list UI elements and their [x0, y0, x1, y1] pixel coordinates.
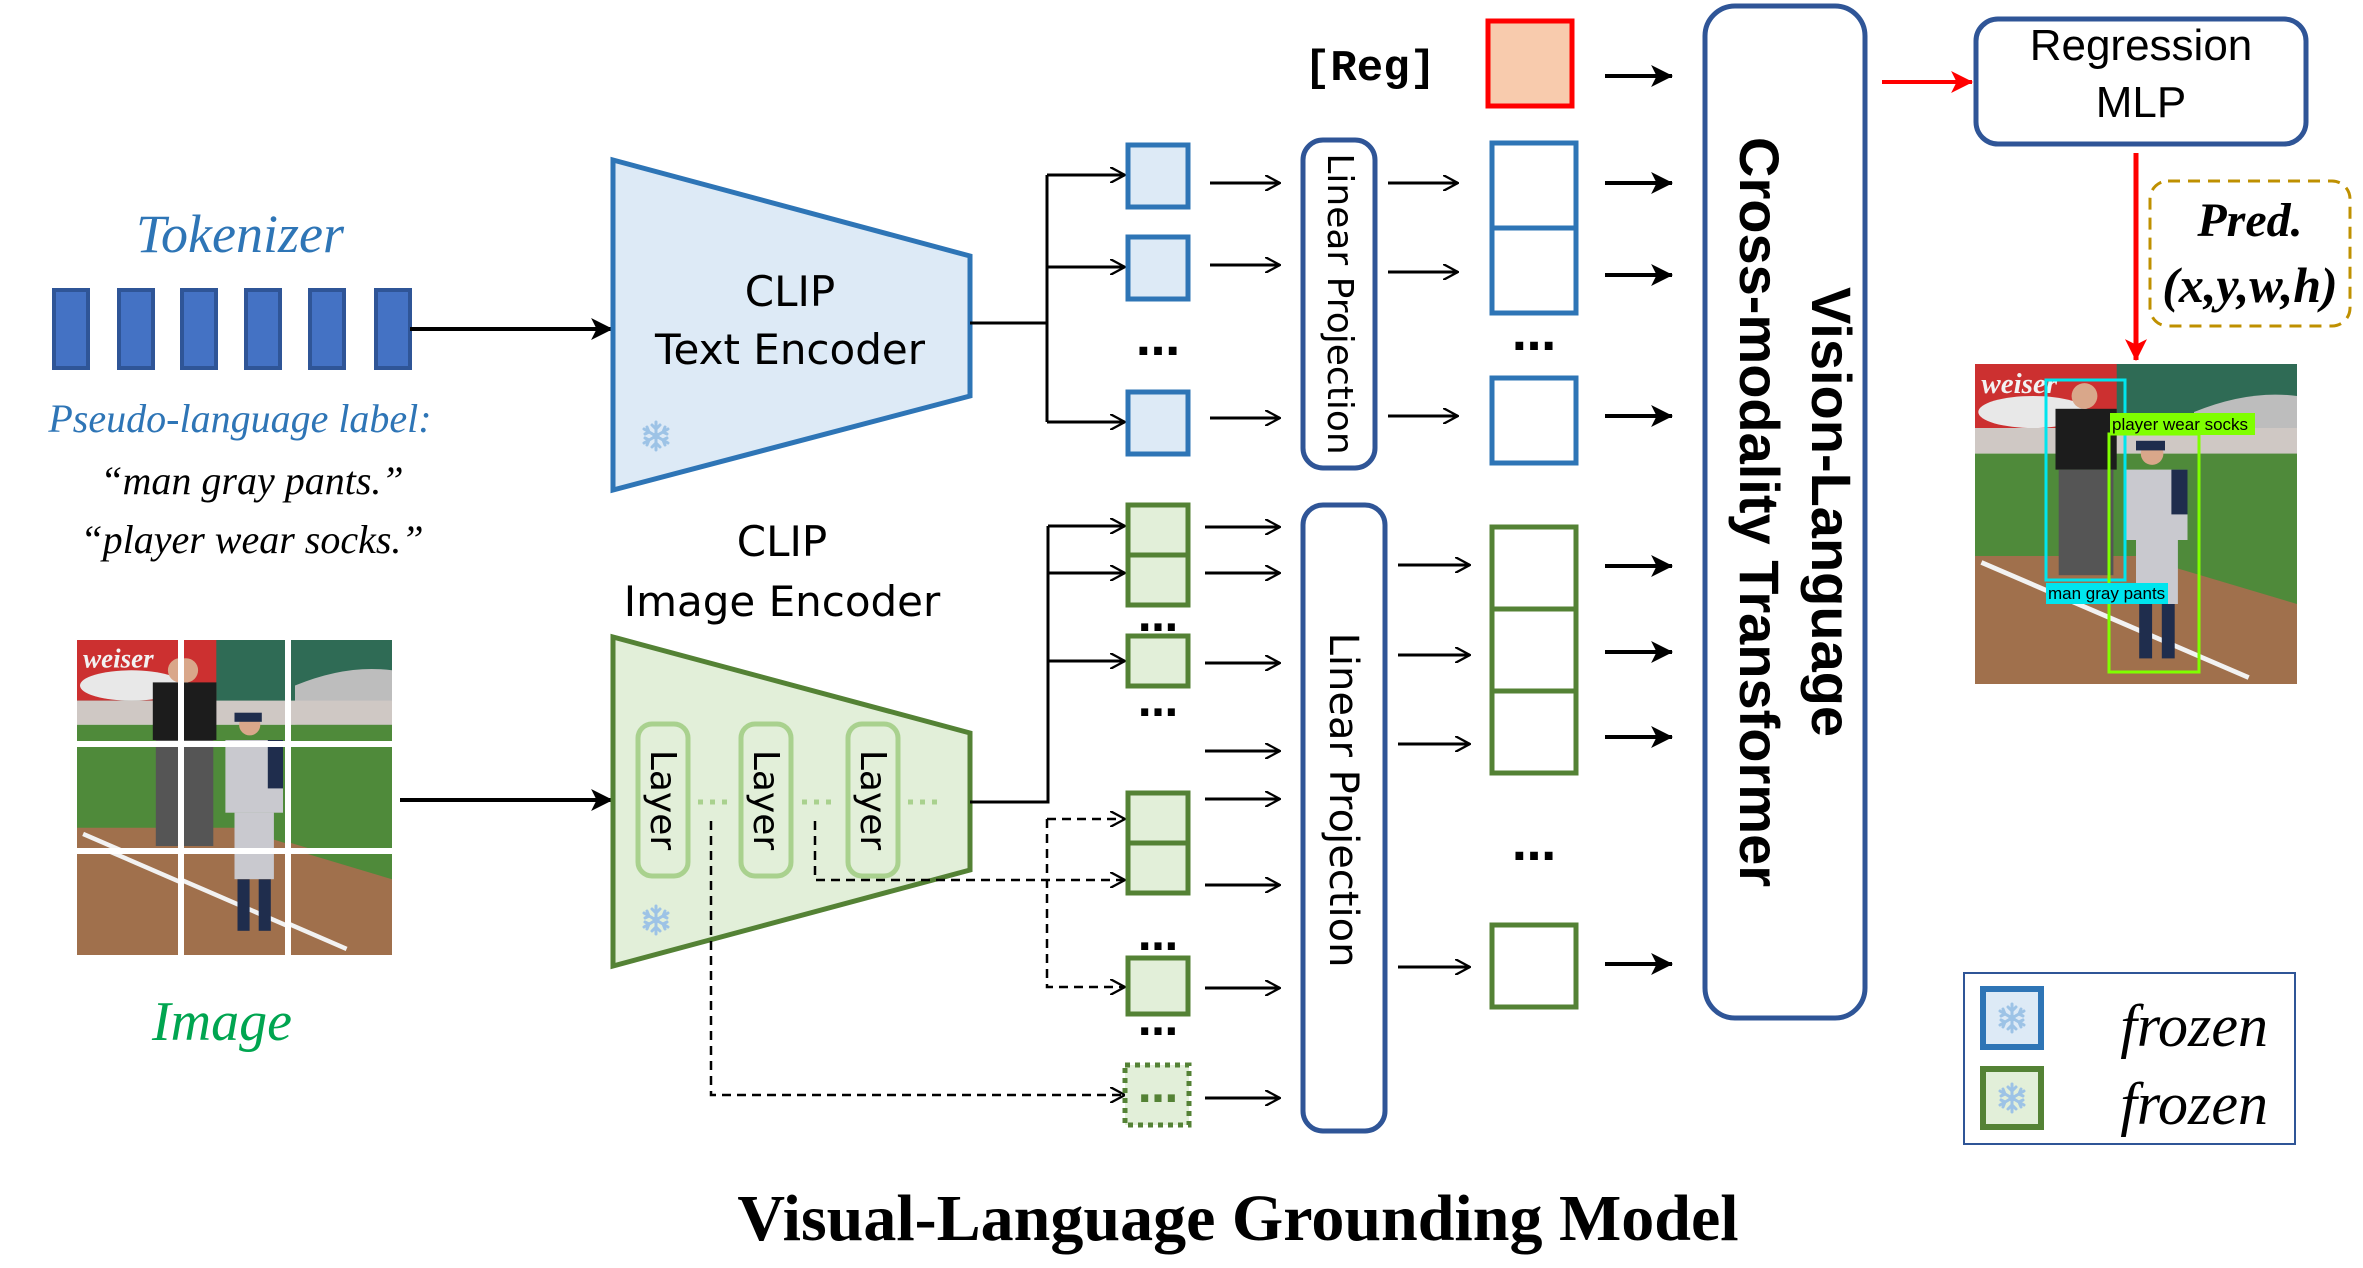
- projected-image-ellipsis: …: [1512, 820, 1556, 871]
- image-feature-token-placeholder: [1122, 1062, 1192, 1128]
- image-feature-token: [1125, 840, 1191, 896]
- encoder-layer: [635, 721, 691, 879]
- box-label-man-gray-pants: man gray pants: [2048, 584, 2165, 603]
- image-projection-label: Linear Projection: [1320, 633, 1366, 968]
- token: [180, 288, 218, 370]
- image-patch: weiser: [291, 640, 392, 741]
- ellipsis: …: [1138, 999, 1178, 1045]
- pseudo-label-heading: Pseudo-language label:: [47, 396, 431, 441]
- text-projection-label: Linear Projection: [1319, 153, 1360, 454]
- encoder-layer-label: Layer: [852, 750, 893, 851]
- text-encoder-line2: Text Encoder: [654, 325, 926, 374]
- ellipsis: …: [1138, 1066, 1178, 1112]
- encoder-layer-label: Layer: [745, 750, 786, 851]
- intermediate-layer-links: [709, 819, 1125, 1095]
- image-feature-fanout: [970, 526, 1125, 804]
- projected-image-token: [1489, 606, 1579, 694]
- image-to-projection-arrows: [1205, 527, 1280, 1098]
- token: [244, 288, 282, 370]
- pseudo-label-2: “player wear socks.”: [80, 517, 423, 562]
- image-feature-token: [1125, 552, 1191, 608]
- prediction-line1: Pred.: [2196, 194, 2302, 247]
- text-feature-fanout: [970, 175, 1125, 422]
- image-tokens-to-transformer-arrows: [1605, 555, 1674, 975]
- image-feature-token: [1125, 955, 1191, 1017]
- image-encoder-line1: CLIP: [737, 517, 827, 566]
- projected-text-tokens: [1489, 140, 1579, 466]
- grounding-result-image: weiser player wear socks man gray pants: [1975, 364, 2297, 684]
- projected-image-token: [1489, 922, 1579, 1010]
- token: [117, 288, 155, 370]
- cross-modality-transformer: Cross-modality Transformer Vision-Langua…: [1702, 3, 1868, 1021]
- image-patch: weiser: [291, 747, 392, 848]
- reg-token-label: [Reg]: [1304, 44, 1436, 94]
- clip-image-encoder: Layer Layer Layer: [610, 633, 973, 970]
- image-encoder-line2: Image Encoder: [624, 577, 941, 626]
- tokenizer-label: Tokenizer: [136, 204, 345, 264]
- clip-text-encoder: CLIP Text Encoder: [610, 156, 973, 494]
- legend-label-text: frozen: [2120, 993, 2268, 1059]
- encoder-layer-label: Layer: [642, 750, 683, 851]
- legend: frozen frozen: [1963, 972, 2296, 1145]
- text-encoder-line1: CLIP: [745, 267, 835, 316]
- image-feature-token: [1125, 633, 1191, 689]
- token: [308, 288, 346, 370]
- ellipsis: …: [1138, 595, 1178, 641]
- projected-image-tokens: [1489, 524, 1579, 1010]
- encoder-layers: Layer Layer Layer: [635, 721, 901, 879]
- encoder-layer: [845, 721, 901, 879]
- image-patch: weiser: [184, 747, 285, 848]
- text-to-projection-arrows: [1210, 183, 1280, 418]
- token: [52, 288, 90, 370]
- image-patch: weiser: [184, 640, 285, 741]
- box-man-gray-pants: [2044, 378, 2127, 582]
- figure-title: Visual-Language Grounding Model: [737, 1182, 1738, 1255]
- image-feature-ellipses: … … … … …: [1138, 595, 1178, 1112]
- image-feature-token: [1125, 790, 1191, 846]
- regression-mlp-head: Regression MLP: [1973, 16, 2309, 147]
- image-patch: weiser: [77, 854, 178, 955]
- projected-image-token: [1489, 524, 1579, 612]
- token: [374, 288, 412, 370]
- projected-text-token: [1489, 375, 1579, 466]
- pseudo-label-1: “man gray pants.”: [100, 458, 403, 503]
- projected-image-token: [1489, 688, 1579, 776]
- ellipsis: …: [1138, 914, 1178, 960]
- projected-text-ellipsis: …: [1512, 310, 1556, 361]
- text-tokens-to-transformer-arrows: [1605, 172, 1674, 427]
- image-patch: weiser: [77, 747, 178, 848]
- transformer-line1: Vision-Language: [1800, 287, 1863, 737]
- image-patch: weiser: [184, 854, 285, 955]
- image-patch: weiser: [291, 854, 392, 955]
- text-projection-out-arrows: [1388, 183, 1458, 416]
- text-linear-projection: Linear Projection: [1300, 137, 1378, 471]
- image-patch: weiser: [77, 640, 178, 741]
- ellipsis: …: [1138, 680, 1178, 726]
- image-linear-projection: Linear Projection: [1300, 502, 1388, 1134]
- image-label: Image: [151, 991, 292, 1053]
- image-projection-out-arrows: [1398, 565, 1470, 967]
- image-feature-token: [1125, 502, 1191, 558]
- encoder-layer: [738, 721, 794, 879]
- prediction-line2: (x,y,w,h): [2162, 257, 2337, 313]
- transformer-line2: Cross-modality Transformer: [1728, 137, 1791, 887]
- projected-text-token: [1489, 140, 1579, 231]
- legend-label-image: frozen: [2120, 1071, 2268, 1137]
- text-feature-token: [1125, 142, 1191, 210]
- text-feature-tokens: …: [1125, 142, 1191, 457]
- image-feature-tokens: [1122, 502, 1192, 1128]
- projected-text-token: [1489, 225, 1579, 316]
- prediction-annotation: Pred. (x,y,w,h): [2148, 179, 2352, 328]
- input-image-patches: weiserweiserweiserweiserweiserweiserweis…: [77, 640, 392, 955]
- svg-text:weiser: weiser: [83, 643, 154, 673]
- text-feature-token: [1125, 389, 1191, 457]
- text-feature-ellipsis: …: [1136, 315, 1180, 366]
- reg-token: [1485, 18, 1575, 109]
- head-line2: MLP: [2096, 78, 2186, 127]
- head-line1: Regression: [2030, 21, 2253, 70]
- box-label-player-wear-socks: player wear socks: [2112, 415, 2248, 434]
- text-feature-token: [1125, 234, 1191, 302]
- token-sequence: [52, 288, 412, 370]
